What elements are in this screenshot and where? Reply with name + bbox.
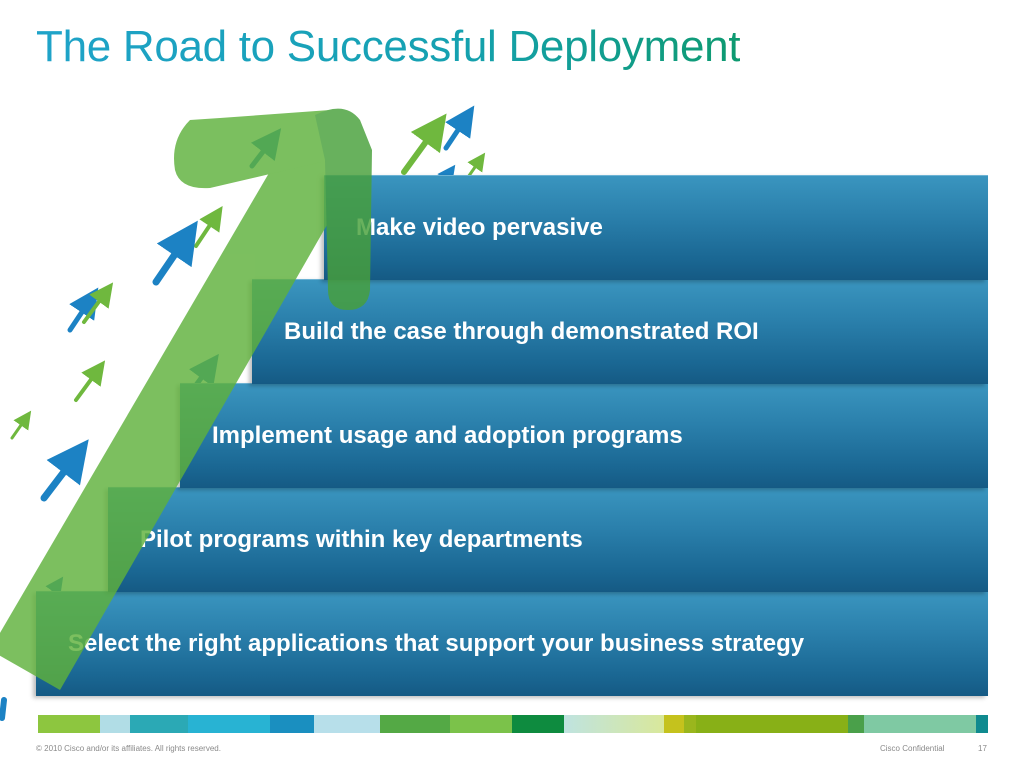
- up-right-arrow-icon: [0, 697, 7, 721]
- step-3: Implement usage and adoption programs: [180, 383, 988, 488]
- up-right-arrow-icon: [443, 105, 475, 151]
- up-right-arrow-icon: [74, 360, 106, 402]
- step-4: Pilot programs within key departments: [108, 487, 988, 592]
- step-2: Build the case through demonstrated ROI: [252, 279, 988, 384]
- page-title: The Road to Successful Deployment: [36, 22, 741, 71]
- up-right-arrow-icon: [401, 113, 447, 175]
- up-right-arrow-icon: [10, 410, 32, 440]
- step-2-label: Build the case through demonstrated ROI: [284, 318, 759, 345]
- page-number: 17: [978, 744, 987, 753]
- step-1-label: Make video pervasive: [356, 214, 603, 241]
- step-4-label: Pilot programs within key departments: [140, 526, 583, 553]
- step-5-label: Select the right applications that suppo…: [68, 630, 805, 657]
- up-right-arrow-icon: [249, 128, 282, 169]
- up-right-arrow-icon: [40, 439, 89, 502]
- up-right-arrow-icon: [194, 206, 223, 248]
- confidential-label: Cisco Confidential: [880, 744, 945, 753]
- step-5: Select the right applications that suppo…: [36, 591, 988, 696]
- step-3-label: Implement usage and adoption programs: [212, 422, 683, 449]
- color-strip: [38, 715, 988, 733]
- copyright-text: © 2010 Cisco and/or its affiliates. All …: [36, 744, 221, 753]
- step-1: Make video pervasive: [324, 175, 988, 280]
- up-right-arrow-icon: [152, 220, 198, 286]
